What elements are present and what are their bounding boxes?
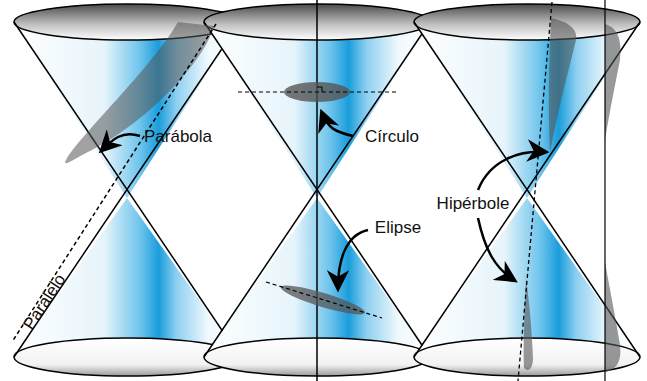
ellipse-plane-line: [266, 282, 382, 318]
leader-arrow: [478, 152, 545, 190]
leader-arrow: [102, 134, 140, 150]
section-label: Parábola: [144, 128, 212, 147]
leader-arrows: [102, 113, 545, 288]
hyperbola-plane-line: [518, 2, 552, 381]
section-label: Círculo: [365, 128, 419, 147]
section-label: Elipse: [375, 219, 421, 238]
hyperbola-branch: [605, 24, 620, 140]
right-angle-mark: [317, 87, 322, 92]
hyperbola-vertical-plane: [604, 0, 605, 381]
circle-plane-line: [238, 91, 396, 92]
hyperbola-branch: [605, 262, 620, 372]
lower-nappe: [14, 198, 240, 357]
section-label: Hipérbole: [437, 195, 510, 214]
leader-arrow: [338, 230, 368, 288]
double-cone: [14, 4, 240, 376]
cone-axis: [316, 0, 318, 381]
double-cone: [414, 4, 640, 376]
conic-sections: [12, 0, 620, 381]
cone-generators: [14, 22, 240, 357]
upper-nappe: [14, 22, 240, 198]
leader-arrow: [322, 113, 353, 136]
double-cones: [14, 4, 640, 376]
hyperbola-branch: [549, 18, 576, 152]
leader-arrow: [478, 218, 514, 280]
upper-nappe: [414, 22, 640, 198]
parallel-plane-line: [12, 24, 216, 342]
hyperbola-branch: [524, 278, 533, 370]
